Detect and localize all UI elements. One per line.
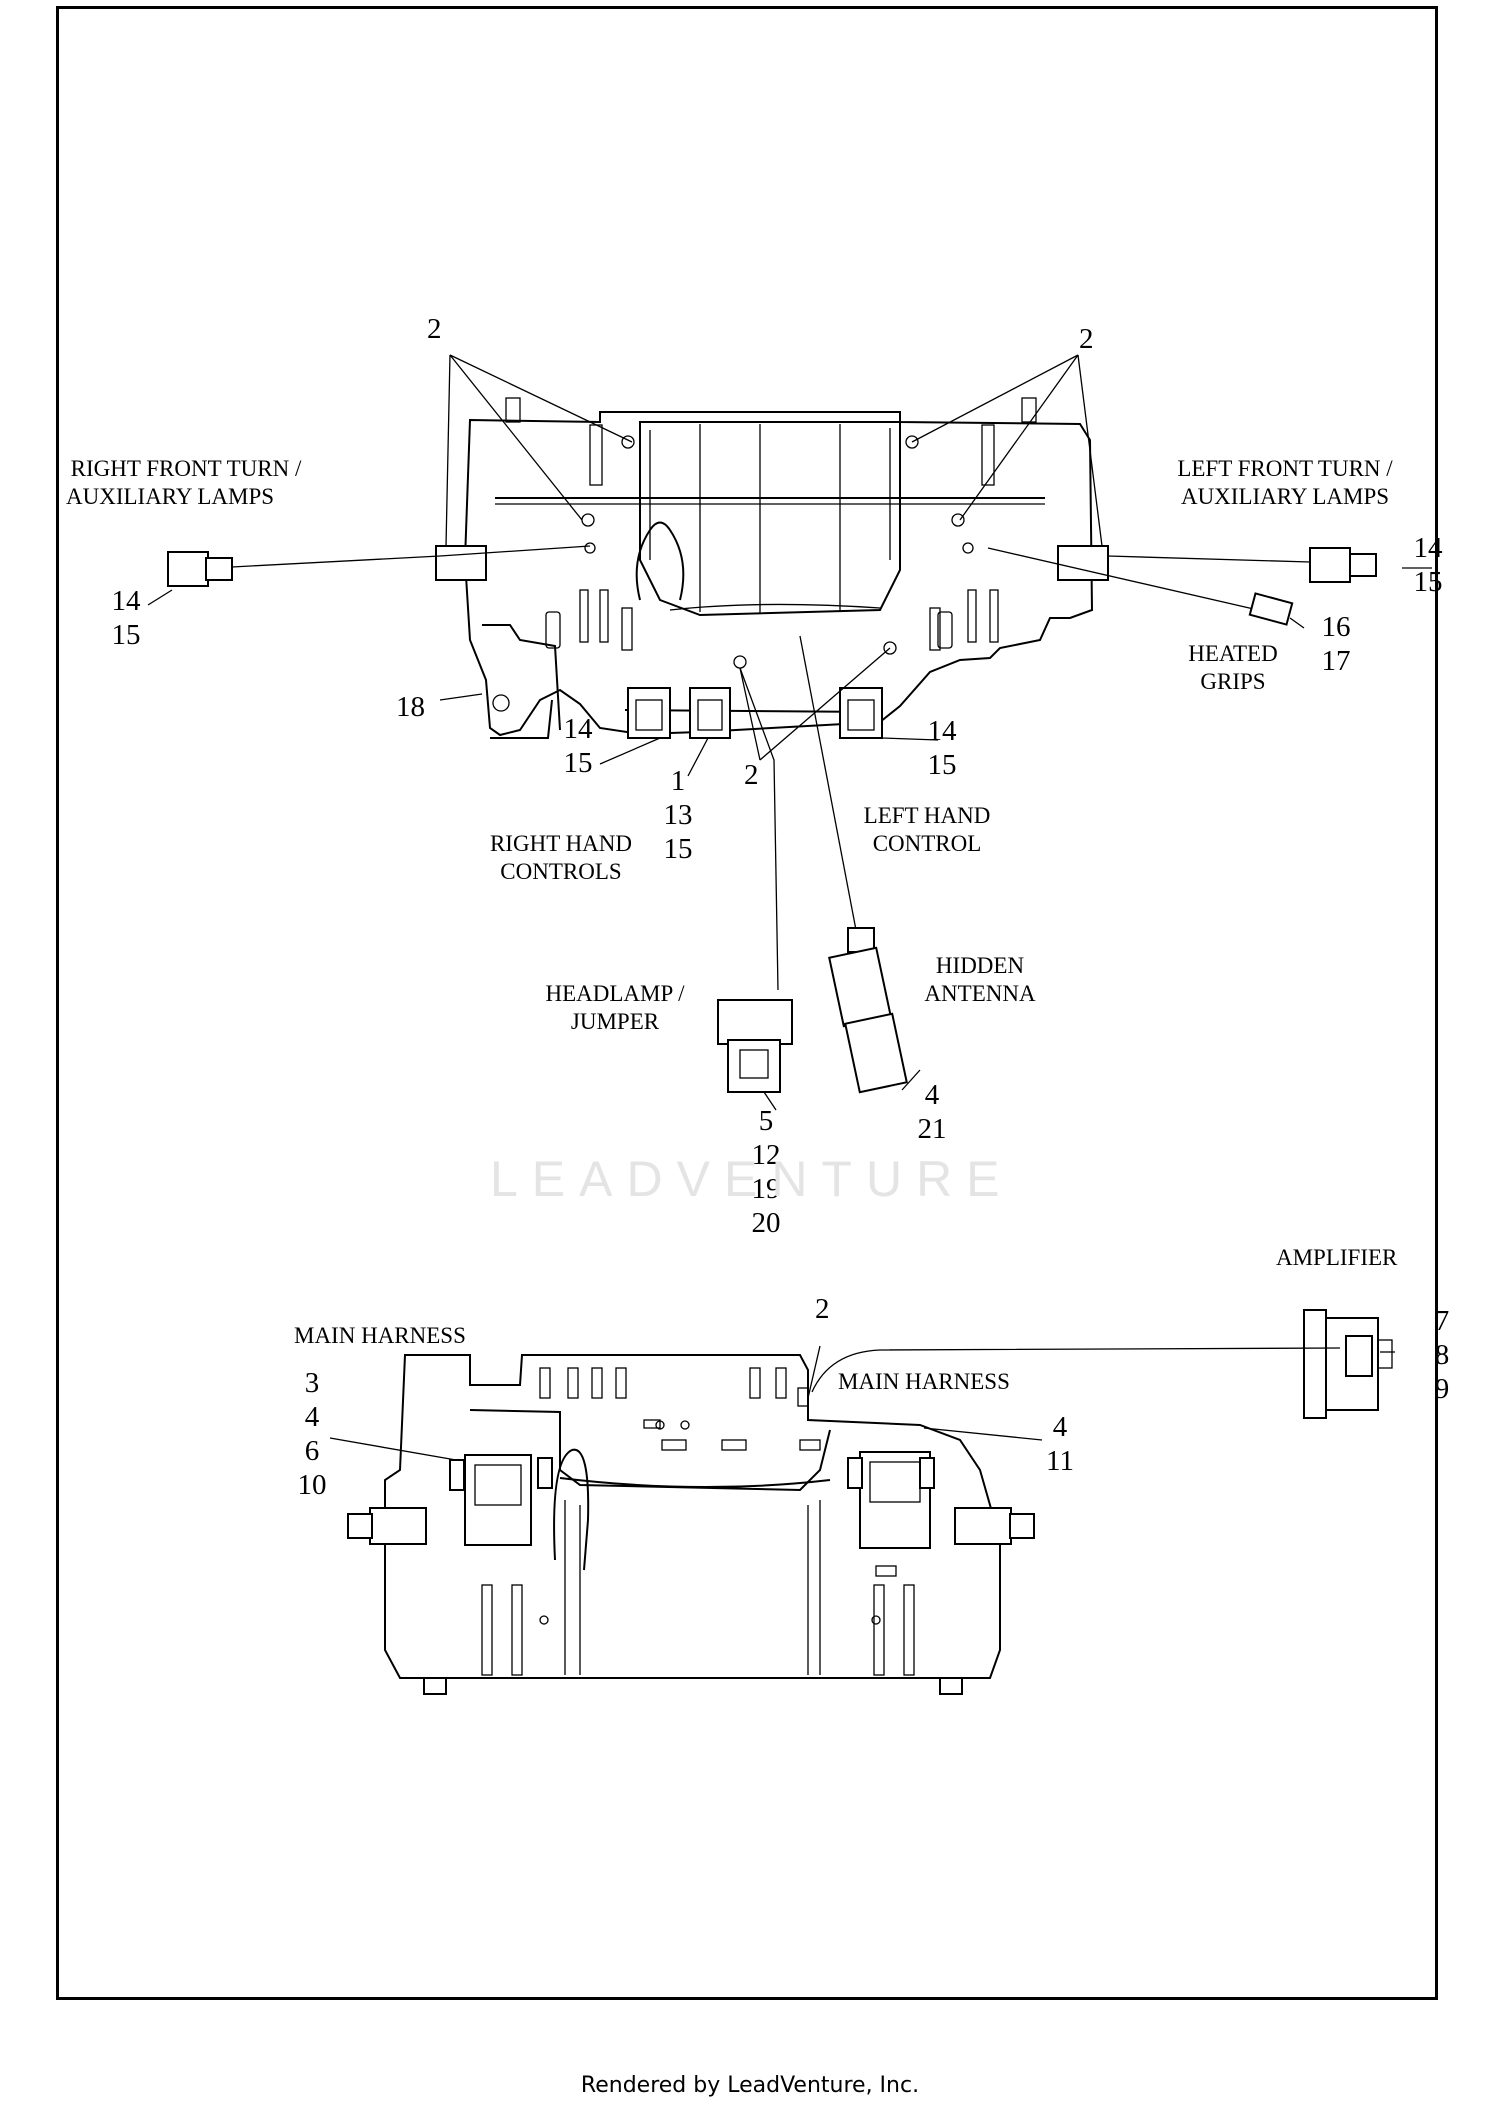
callout-main-right: 4 11 [1042, 1410, 1078, 1478]
callout-item: 20 [751, 1207, 781, 1239]
callout-item: 19 [751, 1173, 781, 1205]
lamp-connectors [167, 547, 1377, 626]
callout-rh-ctrl-b: 1 13 15 [660, 764, 696, 866]
watermark: LEADVENTURE [490, 1151, 1014, 1207]
callout-headlamp: 5 12 19 20 [748, 1104, 784, 1240]
callout-main-top-2: 2 [815, 1293, 830, 1325]
lower-bracket-assembly [347, 1354, 1035, 1695]
callout-item: 5 [758, 1105, 774, 1137]
label-line: HIDDEN [935, 953, 1025, 978]
label-right-front-turn: RIGHT FRONT TURN / AUXILIARY LAMPS [66, 455, 306, 511]
label-line: CONTROL [872, 831, 982, 856]
callout-item: 16 [1321, 611, 1351, 643]
label-line: LEFT FRONT TURN / [1177, 456, 1393, 481]
label-line: HEADLAMP / [545, 981, 685, 1006]
callout-lh-ctrl: 14 15 [924, 714, 960, 782]
label-left-front-turn: LEFT FRONT TURN / AUXILIARY LAMPS [1160, 455, 1410, 511]
callout-right-lamp: 14 15 [108, 584, 144, 652]
callout-item: 6 [304, 1435, 320, 1467]
label-hidden-antenna: HIDDEN ANTENNA [920, 952, 1040, 1008]
callout-antenna: 4 21 [914, 1078, 950, 1146]
callout-item: 17 [1321, 645, 1351, 677]
callout-top-right-2: 2 [1079, 323, 1094, 355]
callout-item: 8 [1434, 1339, 1450, 1371]
label-right-hand-controls: RIGHT HAND CONTROLS [486, 830, 636, 886]
label-line: AUXILIARY LAMPS [66, 484, 275, 509]
label-left-hand-control: LEFT HAND CONTROL [856, 802, 998, 858]
callout-item: 10 [297, 1469, 327, 1501]
amplifier-connector [1303, 1309, 1393, 1419]
callout-item: 14 [1413, 532, 1443, 564]
callout-item: 14 [927, 715, 957, 747]
callout-item: 12 [751, 1139, 781, 1171]
label-main-harness-left: MAIN HARNESS [294, 1323, 466, 1348]
label-line: RIGHT FRONT TURN / [70, 456, 302, 481]
label-line: LEFT HAND [863, 803, 991, 828]
label-line: RIGHT HAND [489, 831, 633, 856]
callout-item: 13 [663, 799, 693, 831]
callout-amplifier: 7 8 9 [1424, 1304, 1460, 1406]
label-heated-grips: HEATED GRIPS [1178, 640, 1288, 696]
label-line: ANTENNA [924, 981, 1036, 1006]
callout-item: 15 [1413, 566, 1443, 598]
callout-item: 7 [1434, 1305, 1450, 1337]
footer-credit: Rendered by LeadVenture, Inc. [580, 2073, 920, 2098]
callout-heated-grips: 16 17 [1318, 610, 1354, 678]
callout-top-left-2: 2 [427, 313, 442, 345]
label-line: JUMPER [570, 1009, 660, 1034]
callout-item: 4 [304, 1401, 320, 1433]
callout-rh-ctrl-a: 14 15 [560, 712, 596, 780]
headlamp-and-antenna-connectors [717, 927, 908, 1094]
callout-main-left: 3 4 6 10 [294, 1366, 330, 1502]
drawing-frame [56, 6, 1438, 2000]
callout-bracket-18: 18 [396, 691, 425, 723]
label-line: AUXILIARY LAMPS [1180, 484, 1390, 509]
callout-item: 4 [924, 1079, 940, 1111]
callout-item: 1 [670, 765, 686, 797]
callout-item: 15 [563, 747, 593, 779]
callout-item: 15 [927, 749, 957, 781]
label-amplifier: AMPLIFIER [1276, 1245, 1398, 1270]
callout-item: 15 [663, 833, 693, 865]
callout-item: 11 [1046, 1445, 1074, 1477]
upper-leader-lines [147, 354, 1432, 1111]
callout-left-lamp: 14 15 [1410, 531, 1446, 599]
callout-item: 4 [1052, 1411, 1068, 1443]
callout-item: 14 [563, 713, 593, 745]
lower-leader-lines [329, 1345, 1395, 1461]
label-line: GRIPS [1200, 669, 1266, 694]
upper-bracket-assembly [435, 397, 1109, 739]
callout-item: 15 [111, 619, 141, 651]
callout-item: 9 [1434, 1373, 1450, 1405]
label-line: HEATED [1188, 641, 1278, 666]
callout-item: 3 [304, 1367, 320, 1399]
label-line: CONTROLS [500, 859, 622, 884]
callout-item: 21 [917, 1113, 947, 1145]
callout-center-2: 2 [744, 759, 759, 791]
label-main-harness-right: MAIN HARNESS [838, 1369, 1010, 1394]
label-headlamp-jumper: HEADLAMP / JUMPER [540, 980, 690, 1036]
callout-item: 14 [111, 585, 141, 617]
